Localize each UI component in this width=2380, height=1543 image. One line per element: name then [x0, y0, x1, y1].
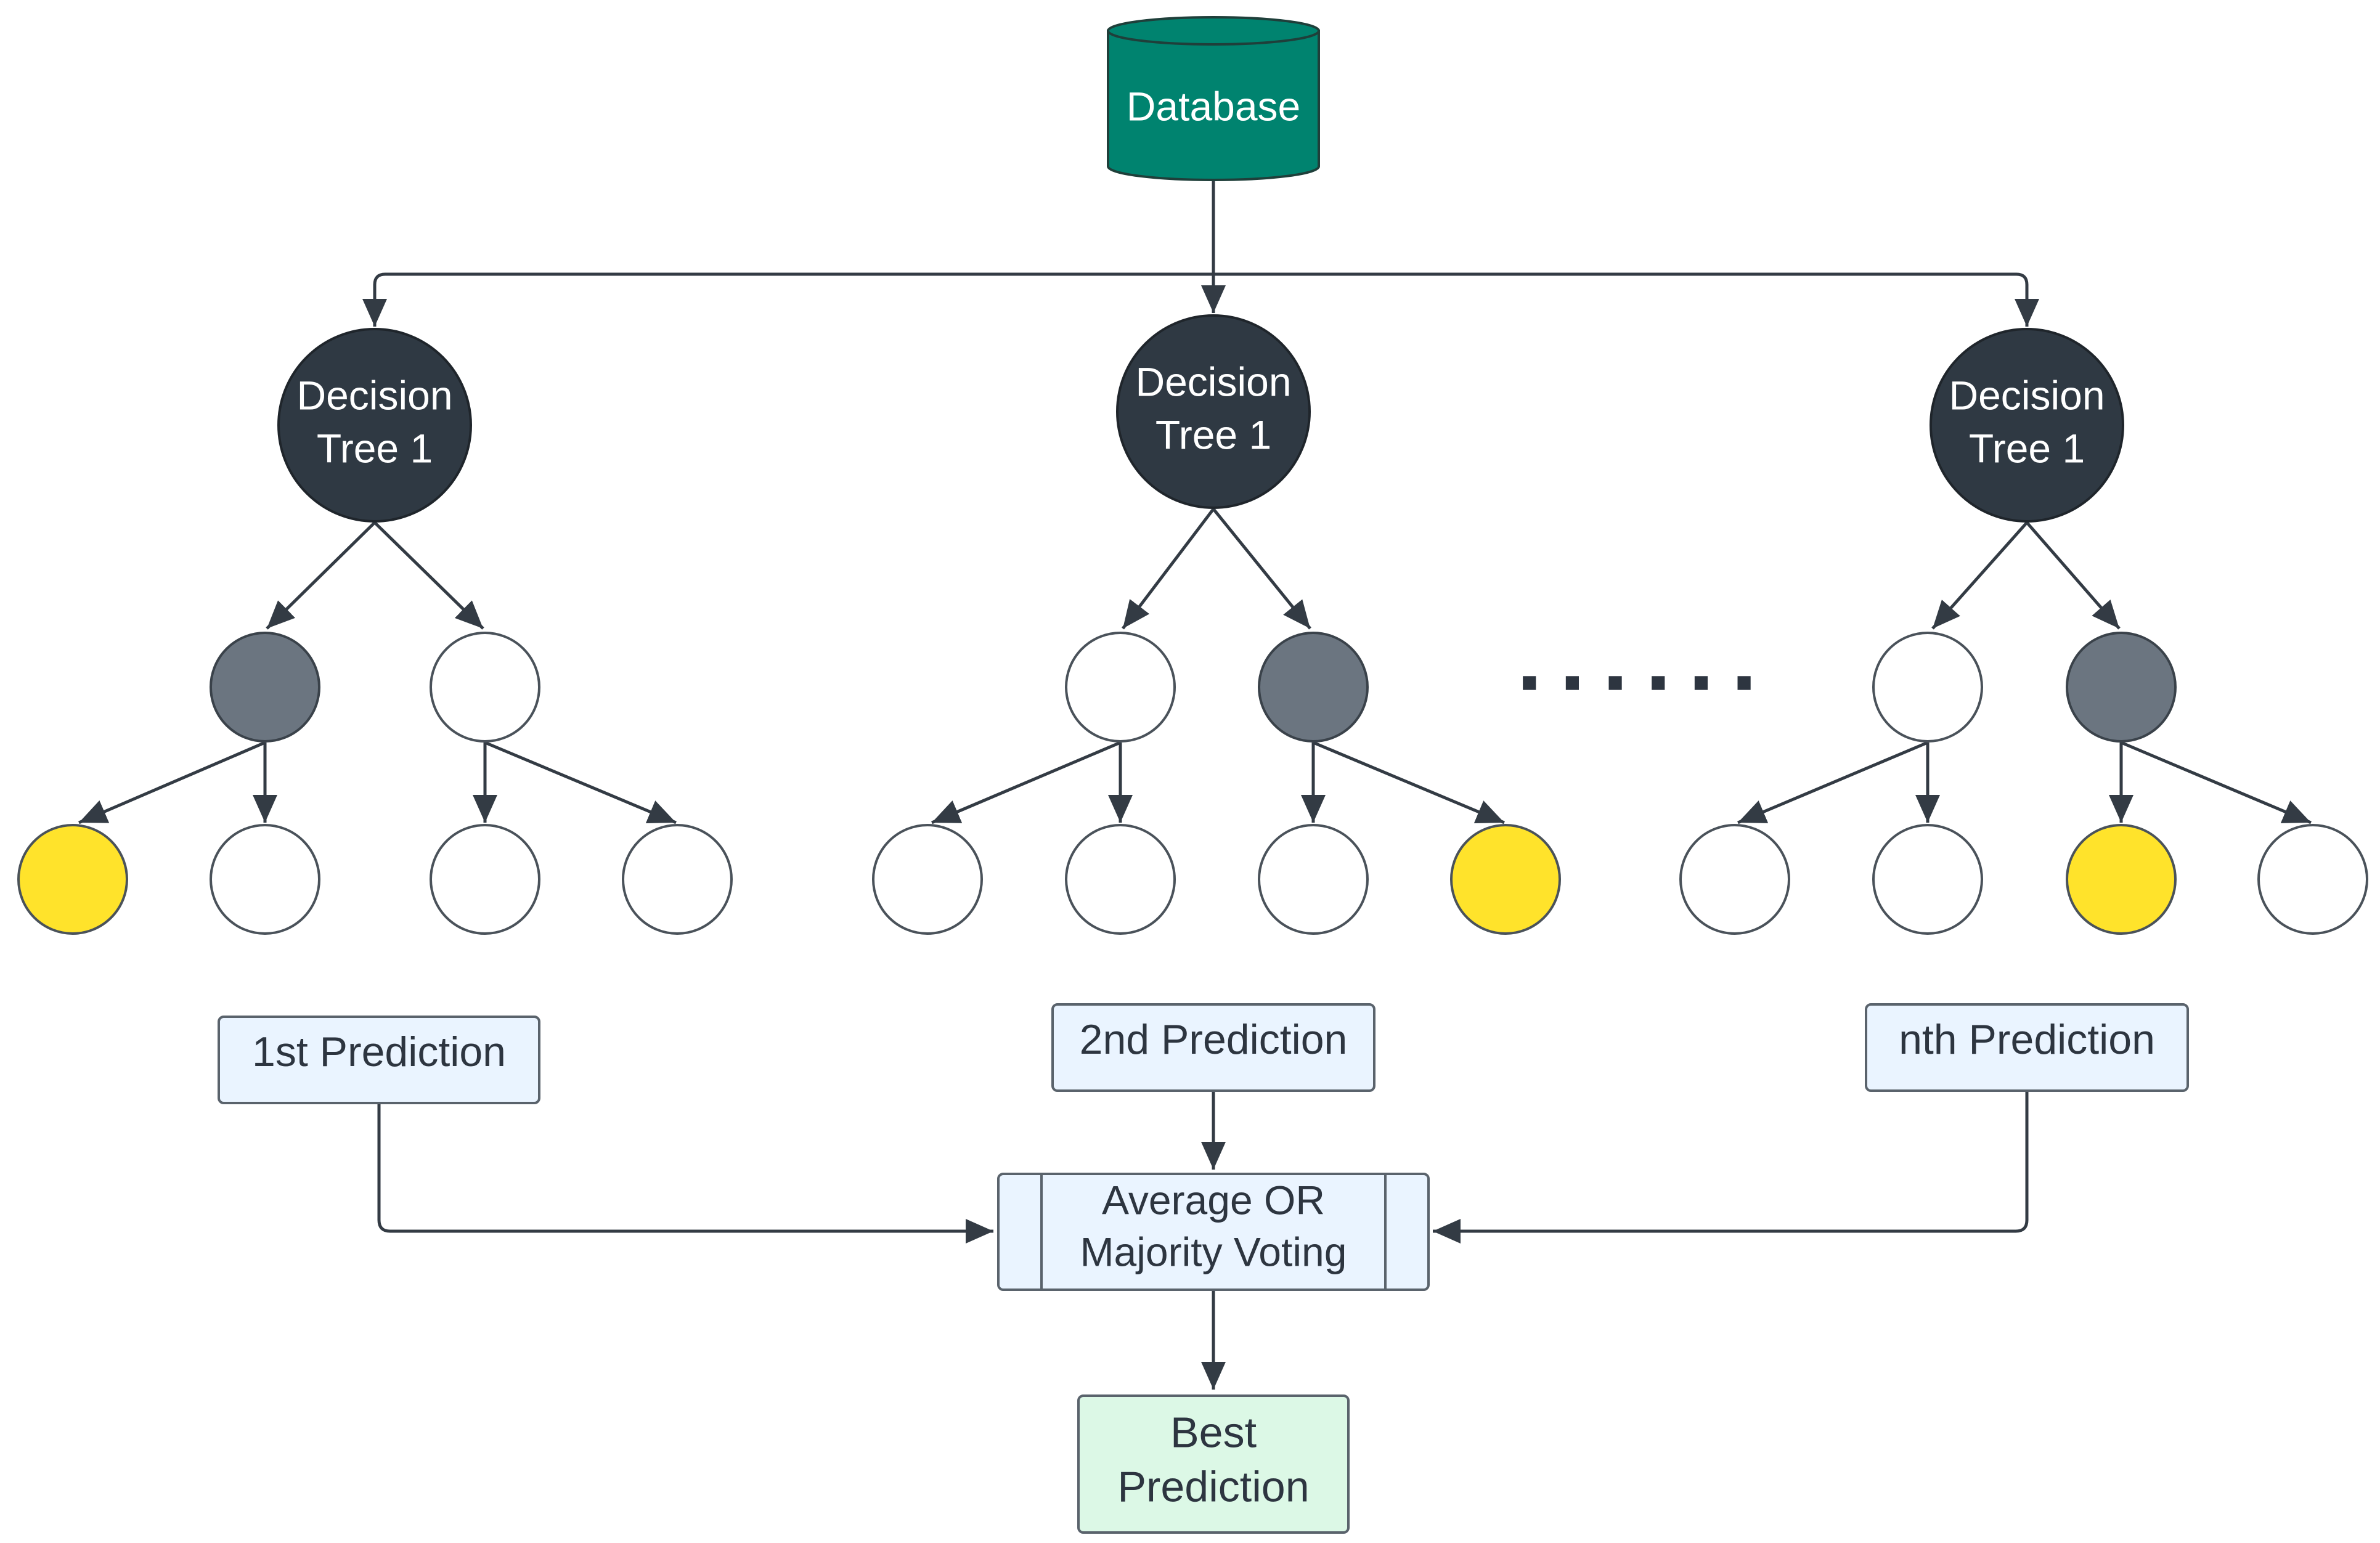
- tree1-leaf-4: [622, 824, 733, 935]
- tree1-leaf-3: [430, 824, 540, 935]
- edge-tree2-root-right: [1212, 508, 1311, 630]
- tree1-internal-left: [210, 632, 320, 743]
- tree2-internal-right: [1258, 632, 1369, 743]
- edge-database-tree-1: [362, 272, 1213, 327]
- tree2-leaf-1: [872, 824, 983, 935]
- database-node: Database: [1107, 16, 1320, 181]
- edge-database-tree-3: [1213, 272, 2039, 327]
- edge-tree1-root-left: [266, 521, 376, 630]
- decision-tree-n: Decision Tree 1: [1679, 328, 2368, 935]
- tree1-label-line1: Decision: [296, 372, 452, 418]
- tree3-label-line1: Decision: [1949, 372, 2105, 418]
- edge-prediction3-aggregator: [1433, 1091, 2029, 1244]
- prediction-1: 1st Prediction: [218, 1016, 540, 1104]
- tree2-internal-left: [1065, 632, 1176, 743]
- aggregator-box: [997, 1173, 1430, 1291]
- prediction-n-label: nth Prediction: [1899, 1016, 2155, 1063]
- edge-tree3-root-left: [1931, 521, 2028, 630]
- prediction-n-box: [1865, 1003, 2189, 1092]
- tree3-leaf-1: [1679, 824, 1790, 935]
- prediction-2: 2nd Prediction: [1051, 1003, 1375, 1092]
- tree3-root-node: [1930, 328, 2124, 523]
- tree2-leaf-3: [1258, 824, 1369, 935]
- tree3-internal-right: [2066, 632, 2177, 743]
- tree3-internal-left: [1872, 632, 1983, 743]
- tree1-leaf-1: [17, 824, 128, 935]
- edge-tree1-right-leaf2: [484, 741, 677, 824]
- edge-tree1-root-right: [373, 521, 484, 630]
- tree2-label-line2: Tree 1: [1155, 412, 1271, 457]
- edge-tree3-left-leaf1: [1737, 741, 1928, 824]
- tree1-label-line2: Tree 1: [317, 425, 433, 471]
- tree2-leaf-2: [1065, 824, 1176, 935]
- prediction-2-box: [1051, 1003, 1375, 1092]
- database-label: Database: [1127, 83, 1301, 129]
- aggregator-node: Average OR Majority Voting: [997, 1173, 1430, 1291]
- tree1-root-node: [277, 328, 472, 523]
- edge-tree2-left-leaf1: [931, 741, 1121, 824]
- trees-ellipsis: ......: [1517, 606, 1774, 710]
- tree3-label-line2: Tree 1: [1969, 425, 2085, 471]
- tree3-leaf-2: [1872, 824, 1983, 935]
- aggregator-label-line2: Majority Voting: [1080, 1229, 1347, 1274]
- best-prediction-box: [1077, 1394, 1350, 1534]
- database-cylinder-top: [1107, 16, 1320, 46]
- aggregator-label-line1: Average OR: [1102, 1177, 1325, 1223]
- database-cylinder: [1107, 30, 1320, 181]
- best-prediction-line1: Best: [1170, 1408, 1257, 1456]
- prediction-1-box: [218, 1016, 540, 1104]
- edge-tree3-right-leaf2: [2121, 741, 2312, 824]
- connectors: [78, 179, 2312, 1390]
- edge-tree1-left-leaf1: [78, 741, 266, 824]
- edge-tree2-root-left: [1122, 508, 1215, 630]
- tree1-internal-right: [430, 632, 540, 743]
- decision-tree-1: Decision Tree 1: [17, 328, 733, 935]
- edge-prediction1-aggregator: [377, 1104, 993, 1244]
- tree3-leaf-3: [2066, 824, 2177, 935]
- tree2-root-node: [1116, 314, 1311, 509]
- edge-tree2-right-leaf2: [1313, 741, 1505, 824]
- prediction-1-label: 1st Prediction: [252, 1028, 506, 1075]
- prediction-n: nth Prediction: [1865, 1003, 2189, 1092]
- tree3-leaf-4: [2257, 824, 2368, 935]
- tree1-leaf-2: [210, 824, 320, 935]
- tree2-label-line1: Decision: [1135, 359, 1291, 404]
- decision-tree-2: Decision Tree 1: [872, 314, 1561, 935]
- tree2-leaf-4: [1450, 824, 1561, 935]
- best-prediction-node: Best Prediction: [1077, 1394, 1350, 1534]
- best-prediction-line2: Prediction: [1117, 1462, 1309, 1510]
- prediction-2-label: 2nd Prediction: [1080, 1016, 1348, 1063]
- edge-tree3-root-right: [2026, 521, 2121, 630]
